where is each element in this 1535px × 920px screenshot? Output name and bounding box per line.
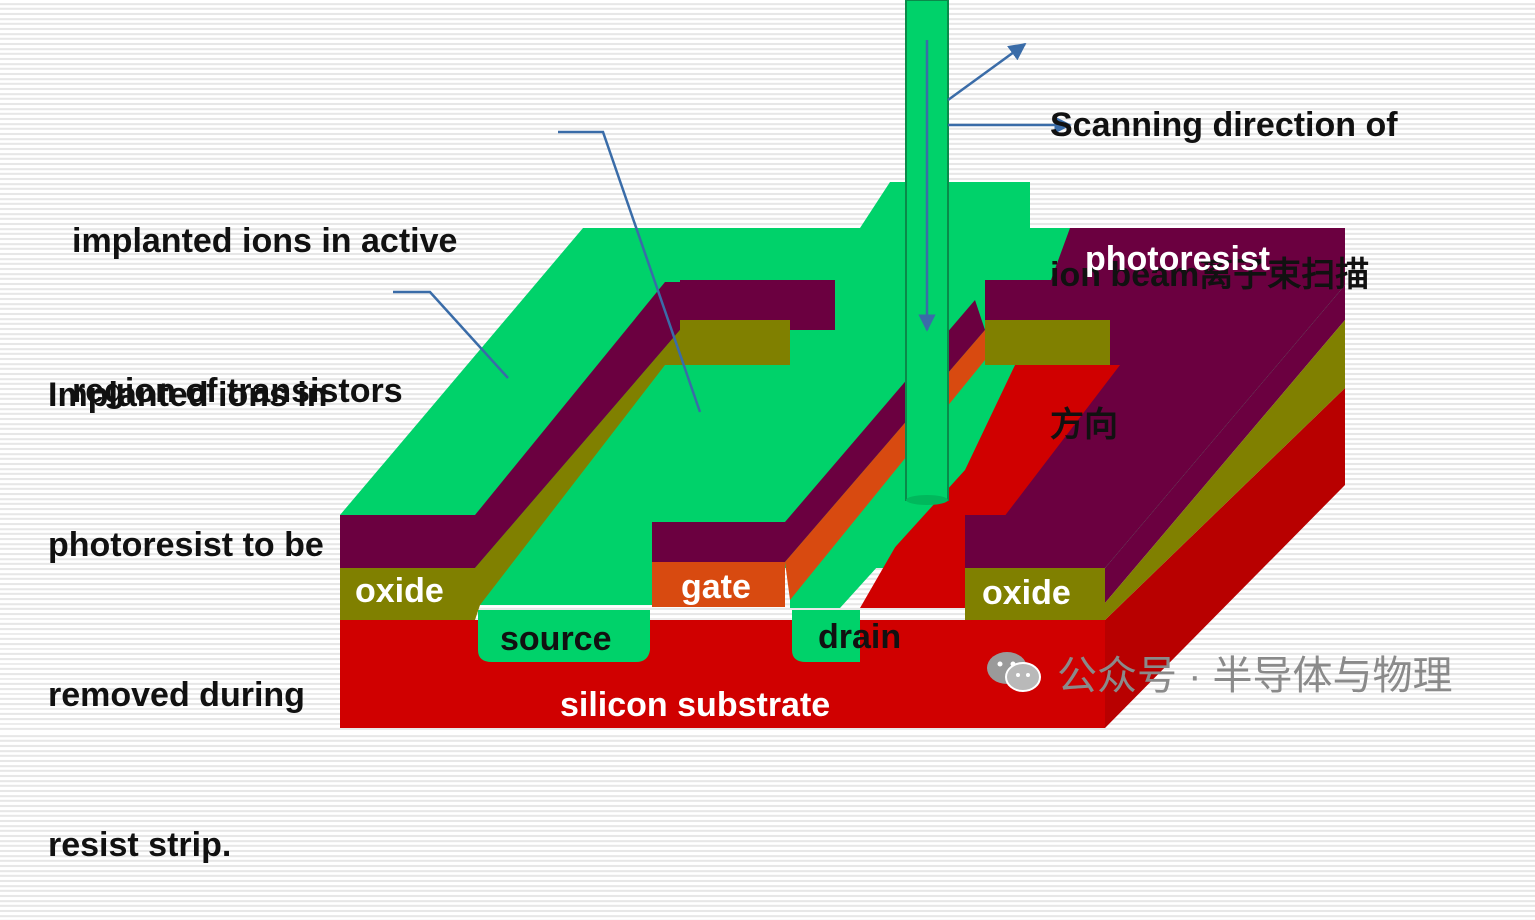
annotation-lines bbox=[393, 40, 1072, 413]
scanning-label-line-3: 方向 bbox=[1050, 406, 1118, 444]
drain-label: drain bbox=[818, 618, 902, 656]
wechat-icon bbox=[987, 652, 1041, 692]
implanted-resist-line-4: resist strip. bbox=[48, 826, 232, 864]
source-label: source bbox=[500, 620, 612, 658]
implanted-active-line-1: implanted ions in active bbox=[72, 222, 458, 260]
implant-wells bbox=[478, 610, 860, 662]
implanted-resist-line-1: Implanted ions in bbox=[48, 376, 328, 414]
implanted-active-label: implanted ions in active region of trans… bbox=[72, 116, 457, 466]
drain-exposed-silicon bbox=[860, 365, 1120, 608]
substrate-label: silicon substrate bbox=[560, 686, 831, 724]
oxide-right-label: oxide bbox=[982, 574, 1071, 612]
implanted-active-line-2: region of transistors bbox=[72, 372, 403, 410]
oxide-left-label: oxide bbox=[355, 572, 444, 610]
implanted-resist-line-3: removed during bbox=[48, 676, 305, 714]
gate-label: gate bbox=[681, 568, 751, 606]
scanning-label-line-2: ion beam离子束扫描 bbox=[1050, 256, 1370, 294]
scan-diagonal-arrow bbox=[947, 42, 1027, 102]
scanning-direction-label: Scanning direction of ion beam离子束扫描 方向 bbox=[1050, 0, 1398, 500]
right-mesa bbox=[965, 280, 1165, 620]
stack-right-side bbox=[1105, 285, 1345, 620]
scanning-label-line-1: Scanning direction of bbox=[1050, 106, 1398, 144]
resist-pointer bbox=[393, 290, 509, 379]
left-mesa bbox=[340, 282, 680, 620]
ion-implantation-diagram bbox=[340, 0, 1345, 728]
watermark-text: 公众号 · 半导体与物理 bbox=[1057, 654, 1453, 698]
implanted-resist-line-2: photoresist to be bbox=[48, 526, 324, 564]
active-region-pointer bbox=[558, 130, 702, 413]
watermark: 公众号 · 半导体与物理 bbox=[985, 648, 1453, 698]
implanted-resist-label: Implanted ions in photoresist to be remo… bbox=[48, 270, 328, 920]
silicon-substrate bbox=[340, 388, 1345, 728]
photoresist-label: photoresist bbox=[1085, 240, 1271, 278]
